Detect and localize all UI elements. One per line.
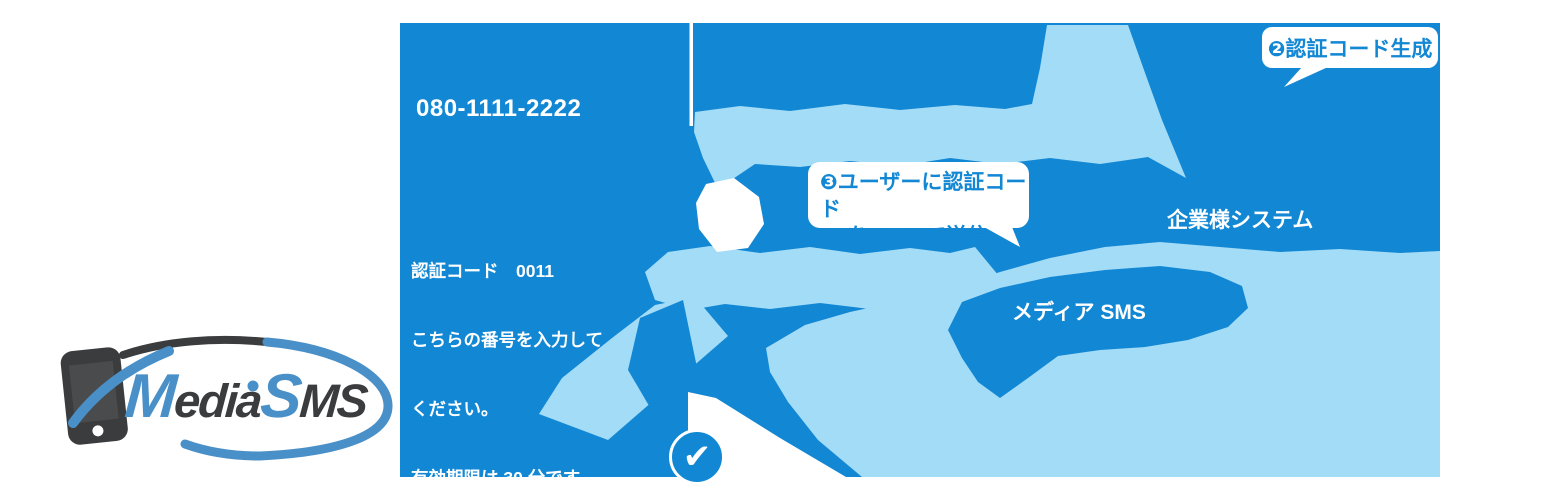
- sms-message-line: ください。: [411, 399, 499, 419]
- brand-text-edia: edia: [172, 374, 263, 427]
- callout-step2-tail: [1284, 67, 1328, 87]
- sms-message: 認証コード 0011 こちらの番号を入力して ください。 有効期限は 30 分で…: [411, 214, 603, 500]
- logo-i-dot-icon: [247, 380, 259, 392]
- callout-step3-tail: [984, 227, 1020, 247]
- white-wedge: [688, 392, 846, 477]
- cloud-region: [766, 242, 1440, 477]
- callout-step2-label: ❷認証コード生成: [1267, 37, 1433, 61]
- flow-arrow-top: [694, 25, 1186, 189]
- white-connector-line: [689, 23, 693, 126]
- logo-i-stem: [251, 369, 255, 382]
- brand-letter-s: S: [258, 362, 303, 431]
- logo-swoosh-blue-right: [255, 337, 393, 461]
- company-system-label: 企業様システム: [1167, 209, 1314, 232]
- check-glyph: ✔: [682, 438, 712, 476]
- callout-step3: ❸ユーザーに認証コード を SMS で送信: [808, 162, 1029, 248]
- brand-letter-m: M: [122, 362, 178, 431]
- check-icon: ✔: [669, 429, 725, 485]
- logo-swoosh-dark: [119, 335, 271, 359]
- flow-arrow-middle: [645, 246, 1008, 310]
- media-sms-blob: [948, 266, 1248, 398]
- media-sms-label: メディア SMS: [1012, 301, 1146, 324]
- sms-message-line: 有効期限は 30 分です。: [411, 468, 596, 488]
- sms-message-line: こちらの番号を入力して: [411, 330, 603, 350]
- brand-text-ms: MS: [297, 374, 369, 427]
- logo-swoosh-blue-left: [68, 346, 174, 428]
- white-arrowhead-blob: [696, 178, 764, 252]
- brand-wordmark: MediaSMS: [123, 361, 370, 432]
- media-sms-logo: MediaSMS: [55, 333, 405, 465]
- callout-step3-line2: を SMS で送信: [847, 225, 989, 248]
- logo-graphics: [60, 335, 393, 461]
- dark-wedge: [628, 300, 700, 416]
- sms-message-line: 認証コード 0011: [411, 261, 554, 281]
- callout-step3-line1: ❸ユーザーに認証コード: [820, 171, 1027, 221]
- callout-step2: ❷認証コード生成: [1262, 27, 1438, 87]
- phone-number: 080-1111-2222: [416, 95, 582, 122]
- logo-swoosh-blue-bottom: [180, 439, 265, 461]
